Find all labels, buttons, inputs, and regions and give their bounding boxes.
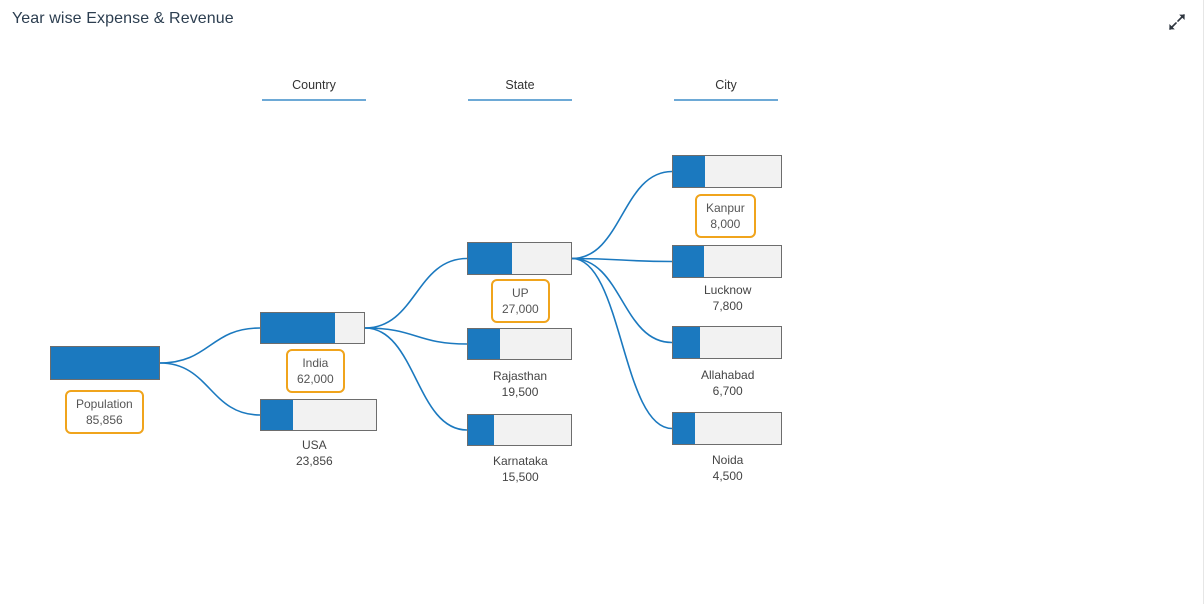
node-value: 15,500	[502, 470, 539, 484]
bar-fill-india	[261, 313, 336, 343]
bar-india[interactable]	[260, 312, 365, 344]
link-india-up	[364, 257, 468, 329]
column-header-label: State	[505, 78, 535, 92]
node-value: 23,856	[296, 454, 333, 468]
bar-fill-usa	[261, 400, 294, 430]
bar-allahabad[interactable]	[672, 326, 782, 359]
column-header-rule	[262, 99, 366, 101]
bar-fill-up	[468, 243, 513, 274]
bar-noida[interactable]	[672, 412, 782, 445]
node-value: 8,000	[710, 217, 741, 231]
node-label-lucknow: Lucknow 7,800	[704, 282, 751, 314]
node-value: 6,700	[712, 384, 743, 398]
node-name: Allahabad	[701, 368, 755, 382]
link-india-rajasthan	[364, 327, 468, 345]
bar-kanpur[interactable]	[672, 155, 782, 188]
bar-lucknow[interactable]	[672, 245, 782, 278]
node-label-noida: Noida 4,500	[712, 452, 743, 484]
node-value: 4,500	[712, 469, 743, 483]
node-label-allahabad: Allahabad 6,700	[701, 367, 754, 399]
node-label-rajasthan: Rajasthan 19,500	[493, 368, 547, 400]
bar-rajasthan[interactable]	[467, 328, 572, 360]
link-india-karnataka	[364, 327, 468, 431]
node-value: 62,000	[297, 372, 334, 386]
column-header-rule	[674, 99, 778, 101]
node-value: 19,500	[501, 385, 539, 399]
link-root-usa	[159, 362, 261, 416]
column-header-city: City	[674, 78, 778, 101]
bar-up[interactable]	[467, 242, 572, 275]
column-header-country: Country	[262, 78, 366, 101]
node-value: 85,856	[86, 413, 123, 427]
node-value: 27,000	[502, 302, 539, 316]
node-tooltip-india: India 62,000	[286, 349, 345, 393]
node-name: India	[302, 356, 329, 370]
bar-fill-karnataka	[468, 415, 494, 445]
column-header-state: State	[468, 78, 572, 101]
link-up-noida	[571, 257, 673, 430]
link-up-kanpur	[571, 170, 673, 260]
bar-root[interactable]	[50, 346, 160, 380]
node-name: Kanpur	[706, 201, 745, 215]
bar-fill-kanpur	[673, 156, 706, 187]
link-up-lucknow	[571, 257, 673, 263]
column-header-label: Country	[292, 78, 336, 92]
bar-fill-noida	[673, 413, 695, 444]
node-tooltip-up: UP 27,000	[491, 279, 550, 323]
bar-fill-allahabad	[673, 327, 700, 358]
bar-fill-rajasthan	[468, 329, 500, 359]
node-name: USA	[302, 438, 327, 452]
bar-fill-root	[51, 347, 159, 379]
bar-fill-lucknow	[673, 246, 705, 277]
node-name: Rajasthan	[493, 369, 548, 383]
node-value: 7,800	[712, 299, 743, 313]
page-title: Year wise Expense & Revenue	[12, 10, 234, 27]
expand-diagonal-icon[interactable]	[1165, 10, 1189, 34]
bar-karnataka[interactable]	[467, 414, 572, 446]
node-name: Noida	[712, 453, 744, 467]
node-name: Karnataka	[493, 454, 548, 468]
bar-usa[interactable]	[260, 399, 377, 431]
node-label-karnataka: Karnataka 15,500	[493, 453, 548, 485]
column-header-rule	[468, 99, 572, 101]
node-name: Lucknow	[704, 283, 752, 297]
node-tooltip-kanpur: Kanpur 8,000	[695, 194, 756, 238]
node-tooltip-root: Population 85,856	[65, 390, 144, 434]
node-name: Population	[76, 397, 133, 411]
link-root-india	[159, 327, 261, 364]
link-up-allahabad	[571, 257, 673, 344]
node-name: UP	[512, 286, 529, 300]
node-label-usa: USA 23,856	[296, 437, 333, 469]
column-header-label: City	[715, 78, 737, 92]
